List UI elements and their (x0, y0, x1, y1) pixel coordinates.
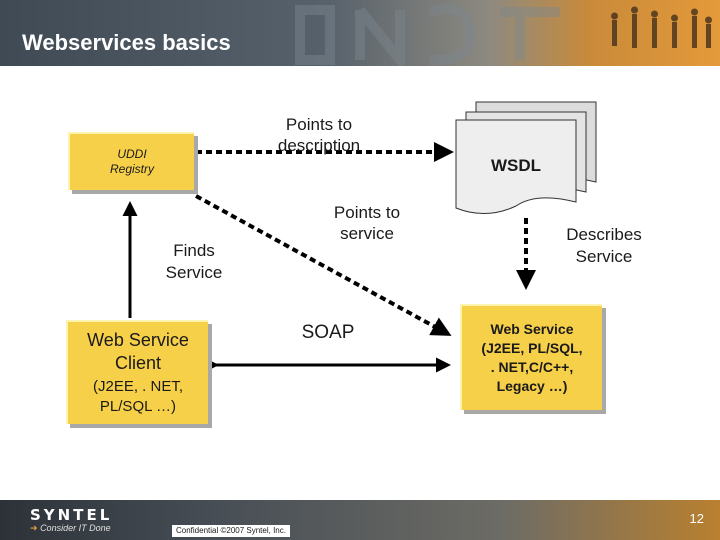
edge-points-to-service (195, 194, 452, 336)
slide-title: Webservices basics (22, 30, 231, 55)
service-line4: Legacy …) (496, 378, 568, 394)
label-describes-service-line1: Describes (566, 225, 642, 244)
uddi-line1: UDDI (117, 147, 147, 161)
label-points-to-description-line2: description (277, 136, 361, 155)
page-number: 12 (689, 511, 704, 526)
syntel-tagline: ➜ Consider IT Done (30, 523, 111, 534)
label-describes-service-line2: Service (575, 247, 633, 266)
service-line3: . NET,C/C++, (490, 359, 574, 375)
slide-footer: SYNTEL ➜ Consider IT Done Confidential ©… (0, 500, 720, 540)
label-points-to-service: Points to service (312, 202, 422, 244)
web-service-box: Web Service (J2EE, PL/SQL, . NET,C/C++, … (460, 304, 602, 410)
arrow-icon: ➜ (30, 523, 38, 533)
service-line1: Web Service (490, 321, 574, 337)
header-decoration (295, 3, 712, 66)
client-line4: PL/SQL …) (99, 398, 177, 415)
label-points-to-description-line1: Points to (285, 115, 353, 134)
client-line3: (J2EE, . NET, (92, 378, 184, 395)
syntel-logo: SYNTEL (30, 506, 113, 524)
tagline-text: Consider IT Done (40, 523, 111, 533)
web-service-client-box: Web Service Client (J2EE, . NET, PL/SQL … (66, 320, 208, 424)
client-line1: Web Service (87, 330, 189, 350)
label-points-to-description: Points to description (256, 114, 382, 156)
label-soap: SOAP (301, 322, 355, 343)
service-line2: (J2EE, PL/SQL, (481, 340, 583, 356)
label-finds-service: Finds Service (148, 240, 240, 284)
label-points-to-service-line2: service (340, 224, 394, 243)
label-points-to-service-line1: Points to (333, 203, 401, 222)
label-finds-service-line2: Service (165, 263, 223, 282)
wsdl-document-stack (455, 101, 597, 214)
label-describes-service: Describes Service (552, 224, 656, 268)
slide-header: Webservices basics (0, 0, 720, 66)
confidential-notice: Confidential ©2007 Syntel, Inc. (172, 525, 290, 537)
wsdl-label: WSDL (490, 156, 542, 175)
uddi-registry-box: UDDI Registry (68, 132, 194, 190)
uddi-line2: Registry (109, 162, 154, 176)
label-finds-service-line1: Finds (173, 241, 215, 260)
client-line2: Client (114, 353, 162, 373)
